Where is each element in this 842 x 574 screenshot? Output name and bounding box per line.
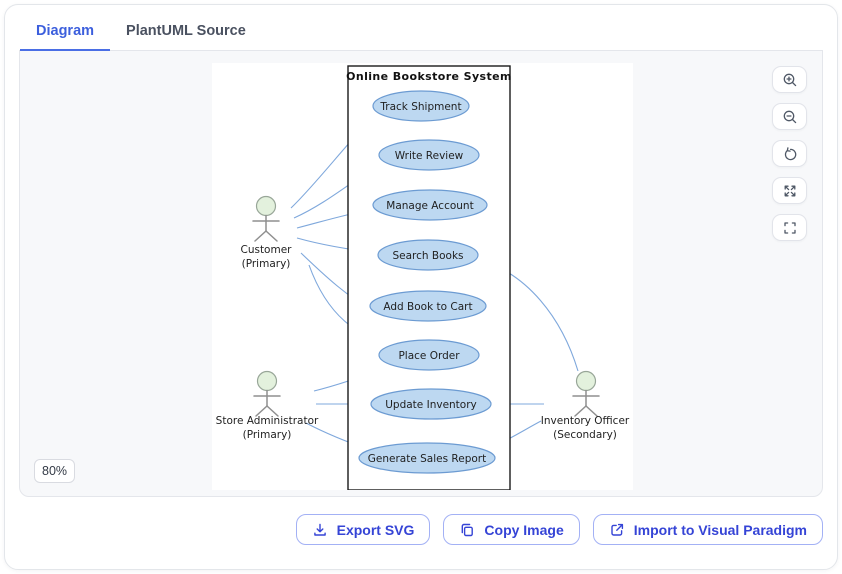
diagram-canvas[interactable]: Online Bookstore System Track Shipment W…	[19, 50, 823, 497]
actor-name: Store Administrator	[216, 415, 319, 427]
fullscreen-icon	[783, 221, 796, 234]
usecase-diagram: Online Bookstore System Track Shipment W…	[216, 65, 630, 490]
action-bar: Export SVG Copy Image Import to Visual P…	[5, 497, 837, 545]
system-boundary: Online Bookstore System	[346, 65, 512, 490]
usecase-track-shipment: Track Shipment	[372, 90, 470, 122]
reset-icon	[784, 146, 796, 160]
external-link-icon	[611, 523, 623, 536]
copy-image-button[interactable]: Copy Image	[443, 514, 580, 545]
actor-customer: Customer (Primary)	[240, 195, 292, 270]
usecase-manage-account: Manage Account	[372, 189, 488, 221]
usecase-label: Generate Sales Report	[368, 453, 486, 465]
expand-button[interactable]	[772, 177, 807, 204]
usecase-write-review: Write Review	[378, 139, 480, 171]
download-icon	[313, 523, 326, 536]
tab-plantuml-source[interactable]: PlantUML Source	[126, 23, 246, 39]
copy-image-label: Copy Image	[484, 521, 564, 538]
actor-role: (Primary)	[243, 429, 292, 441]
actor-name: Customer	[240, 244, 292, 256]
system-title: Online Bookstore System	[346, 70, 512, 83]
usecase-place-order: Place Order	[378, 339, 480, 371]
expand-icon	[784, 185, 795, 196]
zoom-in-button[interactable]	[772, 66, 807, 93]
usecase-add-book-to-cart: Add Book to Cart	[369, 290, 487, 322]
diagram-viewer-card: Diagram PlantUML Source	[4, 4, 838, 570]
zoom-out-icon	[783, 110, 796, 123]
usecase-label: Manage Account	[386, 200, 473, 212]
copy-icon	[462, 523, 474, 536]
usecase-label: Place Order	[398, 350, 460, 362]
import-to-visual-paradigm-button[interactable]: Import to Visual Paradigm	[592, 514, 823, 545]
usecase-search-books: Search Books	[377, 239, 479, 271]
export-svg-button[interactable]: Export SVG	[295, 514, 431, 545]
usecase-label: Search Books	[392, 250, 463, 262]
zoom-out-button[interactable]	[772, 103, 807, 130]
export-svg-label: Export SVG	[336, 521, 415, 538]
usecase-update-inventory: Update Inventory	[370, 388, 492, 420]
zoom-level-badge: 80%	[34, 459, 76, 483]
actor-role: (Secondary)	[553, 429, 617, 441]
import-vp-label: Import to Visual Paradigm	[633, 521, 807, 538]
actor-role: (Primary)	[242, 258, 291, 270]
usecase-label: Track Shipment	[379, 101, 461, 113]
usecase-label: Write Review	[395, 150, 464, 162]
diagram-surface: Online Bookstore System Track Shipment W…	[212, 63, 633, 490]
tab-diagram[interactable]: Diagram	[20, 14, 111, 51]
actor-store-administrator: Store Administrator (Primary)	[216, 370, 319, 441]
usecase-generate-sales-report: Generate Sales Report	[358, 442, 496, 474]
tab-bar: Diagram PlantUML Source	[5, 5, 837, 51]
usecase-label: Add Book to Cart	[383, 301, 472, 313]
reset-view-button[interactable]	[772, 140, 807, 167]
actor-inventory-officer: Inventory Officer (Secondary)	[541, 370, 630, 441]
fullscreen-button[interactable]	[772, 214, 807, 241]
zoom-controls	[772, 66, 807, 241]
zoom-in-icon	[783, 73, 796, 86]
actor-name: Inventory Officer	[541, 415, 630, 427]
usecase-label: Update Inventory	[385, 399, 477, 411]
